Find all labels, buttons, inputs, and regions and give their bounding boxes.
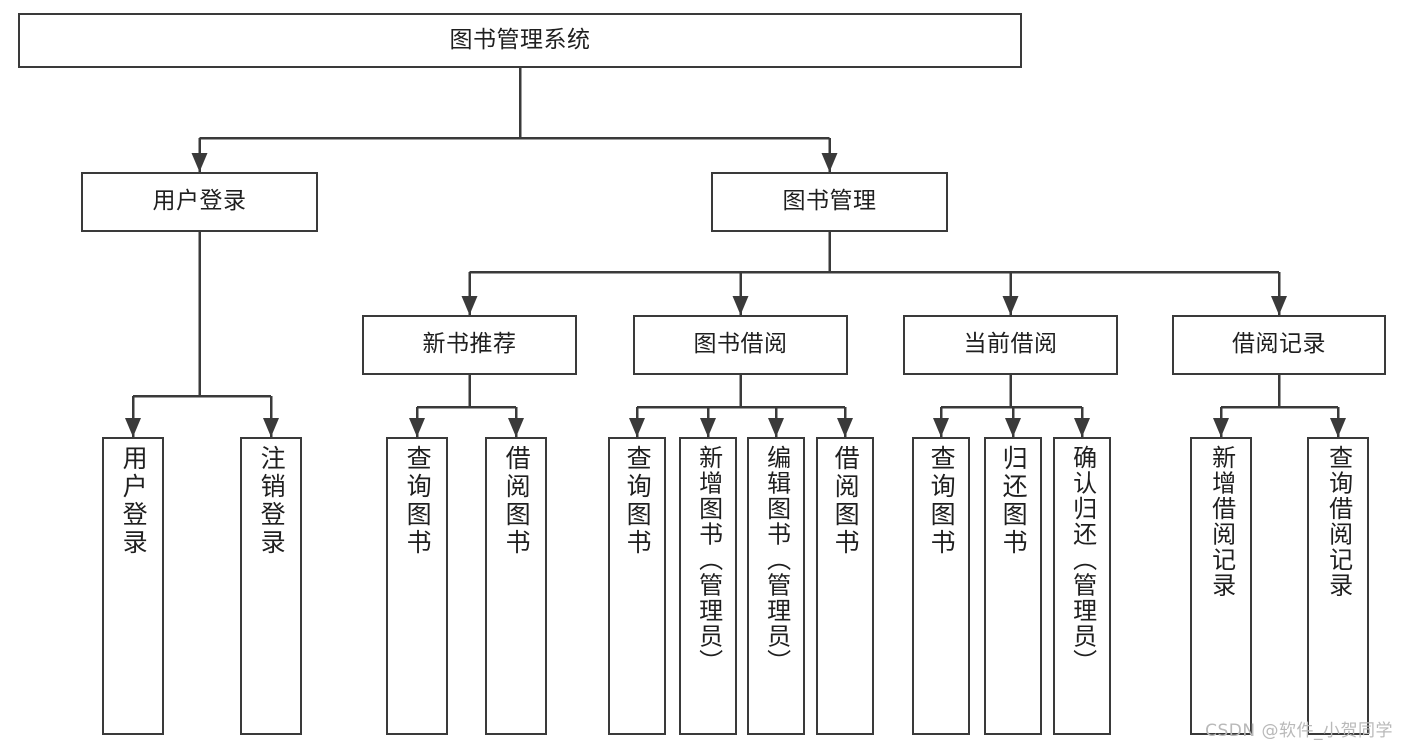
node-label: 新增图书（管理员） bbox=[694, 445, 723, 675]
arrowhead bbox=[191, 153, 208, 172]
arrowhead bbox=[821, 153, 838, 172]
node-label: 查询图书 bbox=[623, 445, 653, 557]
node-label: 用户登录 bbox=[152, 188, 247, 215]
node-borrow[interactable]: 图书借阅 bbox=[633, 315, 848, 375]
node-label: 确认归还（管理员） bbox=[1068, 445, 1097, 675]
arrowhead bbox=[933, 418, 949, 437]
watermark: CSDN @软件_小贺同学 bbox=[1205, 721, 1393, 741]
node-label: 用户登录 bbox=[119, 445, 149, 557]
arrowhead bbox=[837, 418, 853, 437]
arrowhead bbox=[263, 418, 279, 437]
node-leaf-re-add[interactable]: 新增借阅记录 bbox=[1190, 437, 1252, 735]
arrowhead bbox=[1005, 418, 1021, 437]
node-leaf-login[interactable]: 用户登录 bbox=[102, 437, 164, 735]
node-label: 借阅图书 bbox=[502, 445, 532, 557]
node-leaf-re-query[interactable]: 查询借阅记录 bbox=[1307, 437, 1369, 735]
node-leaf-cu-conf[interactable]: 确认归还（管理员） bbox=[1053, 437, 1111, 735]
arrowhead bbox=[1271, 296, 1287, 315]
node-label: 编辑图书（管理员） bbox=[762, 445, 791, 675]
node-root[interactable]: 图书管理系统 bbox=[18, 13, 1022, 68]
arrowhead bbox=[461, 296, 478, 315]
arrowhead bbox=[629, 418, 645, 437]
node-leaf-bo-add[interactable]: 新增图书（管理员） bbox=[679, 437, 737, 735]
arrowhead bbox=[125, 418, 141, 437]
node-label: 当前借阅 bbox=[963, 331, 1058, 358]
node-label: 图书借阅 bbox=[693, 331, 788, 358]
arrowhead bbox=[1330, 418, 1346, 437]
node-leaf-nb-query[interactable]: 查询图书 bbox=[386, 437, 448, 735]
arrowhead bbox=[768, 418, 784, 437]
node-label: 归还图书 bbox=[999, 445, 1029, 557]
node-label: 查询图书 bbox=[927, 445, 957, 557]
arrowhead bbox=[732, 296, 749, 315]
node-leaf-cu-return[interactable]: 归还图书 bbox=[984, 437, 1042, 735]
arrowhead bbox=[508, 418, 524, 437]
node-records[interactable]: 借阅记录 bbox=[1172, 315, 1386, 375]
node-newbook[interactable]: 新书推荐 bbox=[362, 315, 577, 375]
node-label: 借阅记录 bbox=[1232, 331, 1326, 358]
node-label: 查询图书 bbox=[403, 445, 433, 557]
node-label: 查询借阅记录 bbox=[1324, 445, 1353, 598]
node-leaf-bo-lend[interactable]: 借阅图书 bbox=[816, 437, 874, 735]
node-label: 新增借阅记录 bbox=[1207, 445, 1236, 598]
node-leaf-bo-edit[interactable]: 编辑图书（管理员） bbox=[747, 437, 805, 735]
node-label: 借阅图书 bbox=[831, 445, 861, 557]
arrowhead bbox=[1074, 418, 1090, 437]
node-label: 新书推荐 bbox=[422, 331, 517, 358]
node-label: 图书管理系统 bbox=[449, 26, 591, 53]
node-leaf-nb-borrow[interactable]: 借阅图书 bbox=[485, 437, 547, 735]
node-label: 注销登录 bbox=[257, 445, 287, 557]
node-login[interactable]: 用户登录 bbox=[81, 172, 318, 232]
node-leaf-logout[interactable]: 注销登录 bbox=[240, 437, 302, 735]
node-bookmgmt[interactable]: 图书管理 bbox=[711, 172, 948, 232]
node-current[interactable]: 当前借阅 bbox=[903, 315, 1118, 375]
arrowhead bbox=[1002, 296, 1019, 315]
node-label: 图书管理 bbox=[782, 188, 877, 215]
arrowhead bbox=[1213, 418, 1229, 437]
arrowhead bbox=[700, 418, 716, 437]
node-leaf-bo-query[interactable]: 查询图书 bbox=[608, 437, 666, 735]
node-leaf-cu-query[interactable]: 查询图书 bbox=[912, 437, 970, 735]
arrowhead bbox=[409, 418, 425, 437]
